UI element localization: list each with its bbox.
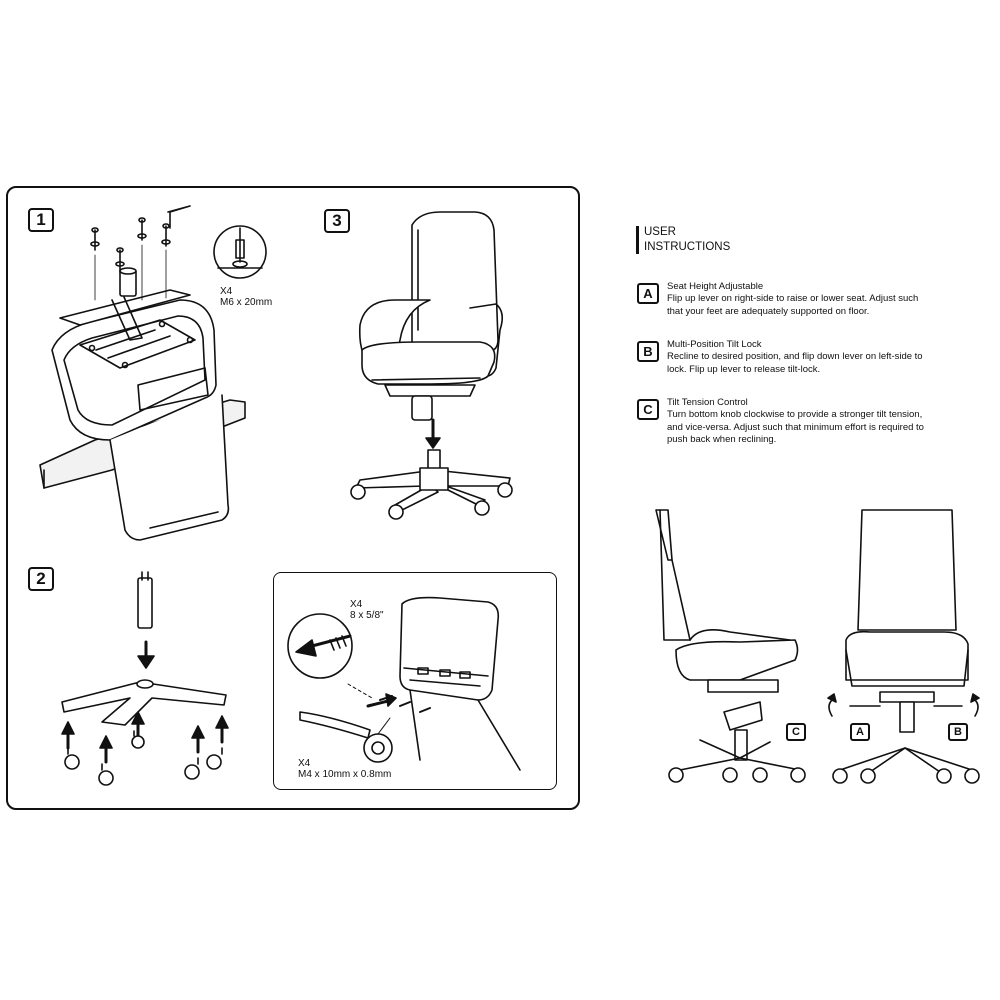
assembly-panel bbox=[6, 186, 580, 810]
user-instructions-heading: USER INSTRUCTIONS bbox=[644, 225, 730, 255]
side-view-c-badge: C bbox=[786, 723, 806, 741]
front-view-chair bbox=[827, 509, 980, 784]
instruction-b-description: Recline to desired position, and flip do… bbox=[667, 351, 923, 375]
heading-accent-bar bbox=[636, 226, 639, 254]
step3-chair-illustration bbox=[350, 211, 513, 520]
screw-qty-label: X4 bbox=[350, 599, 363, 610]
heading-line-1: USER bbox=[644, 226, 676, 238]
front-view-a-badge: A bbox=[850, 723, 870, 741]
step-2-badge: 2 bbox=[28, 567, 54, 591]
instruction-a-description: Flip up lever on right-side to raise or … bbox=[667, 293, 919, 317]
washer-spec-label: M4 x 10mm x 0.8mm bbox=[298, 769, 392, 780]
backrest-illustration bbox=[287, 596, 521, 771]
instruction-c-badge: C bbox=[637, 399, 659, 420]
instruction-a-title: Seat Height Adjustable bbox=[667, 281, 764, 292]
step1-spec-label: M6 x 20mm bbox=[220, 297, 273, 308]
step1-seat-illustration bbox=[39, 205, 267, 541]
heading-line-2: INSTRUCTIONS bbox=[644, 241, 731, 253]
instruction-c-description: Turn bottom knob clockwise to provide a … bbox=[667, 409, 924, 445]
instruction-a-badge: A bbox=[637, 283, 659, 304]
washer-qty-label: X4 bbox=[298, 758, 311, 769]
step-3-badge: 3 bbox=[324, 209, 350, 233]
instruction-c-title: Tilt Tension Control bbox=[667, 397, 748, 408]
side-view-chair bbox=[655, 509, 806, 783]
backrest-subpanel bbox=[273, 572, 557, 790]
instruction-b-badge: B bbox=[637, 341, 659, 362]
instruction-b-title: Multi-Position Tilt Lock bbox=[667, 339, 762, 350]
screw-spec-label: 8 x 5/8" bbox=[350, 610, 384, 621]
front-view-b-badge: B bbox=[948, 723, 968, 741]
step-1-badge: 1 bbox=[28, 208, 54, 232]
step1-qty-label: X4 bbox=[220, 286, 233, 297]
step2-base-illustration bbox=[61, 571, 229, 786]
